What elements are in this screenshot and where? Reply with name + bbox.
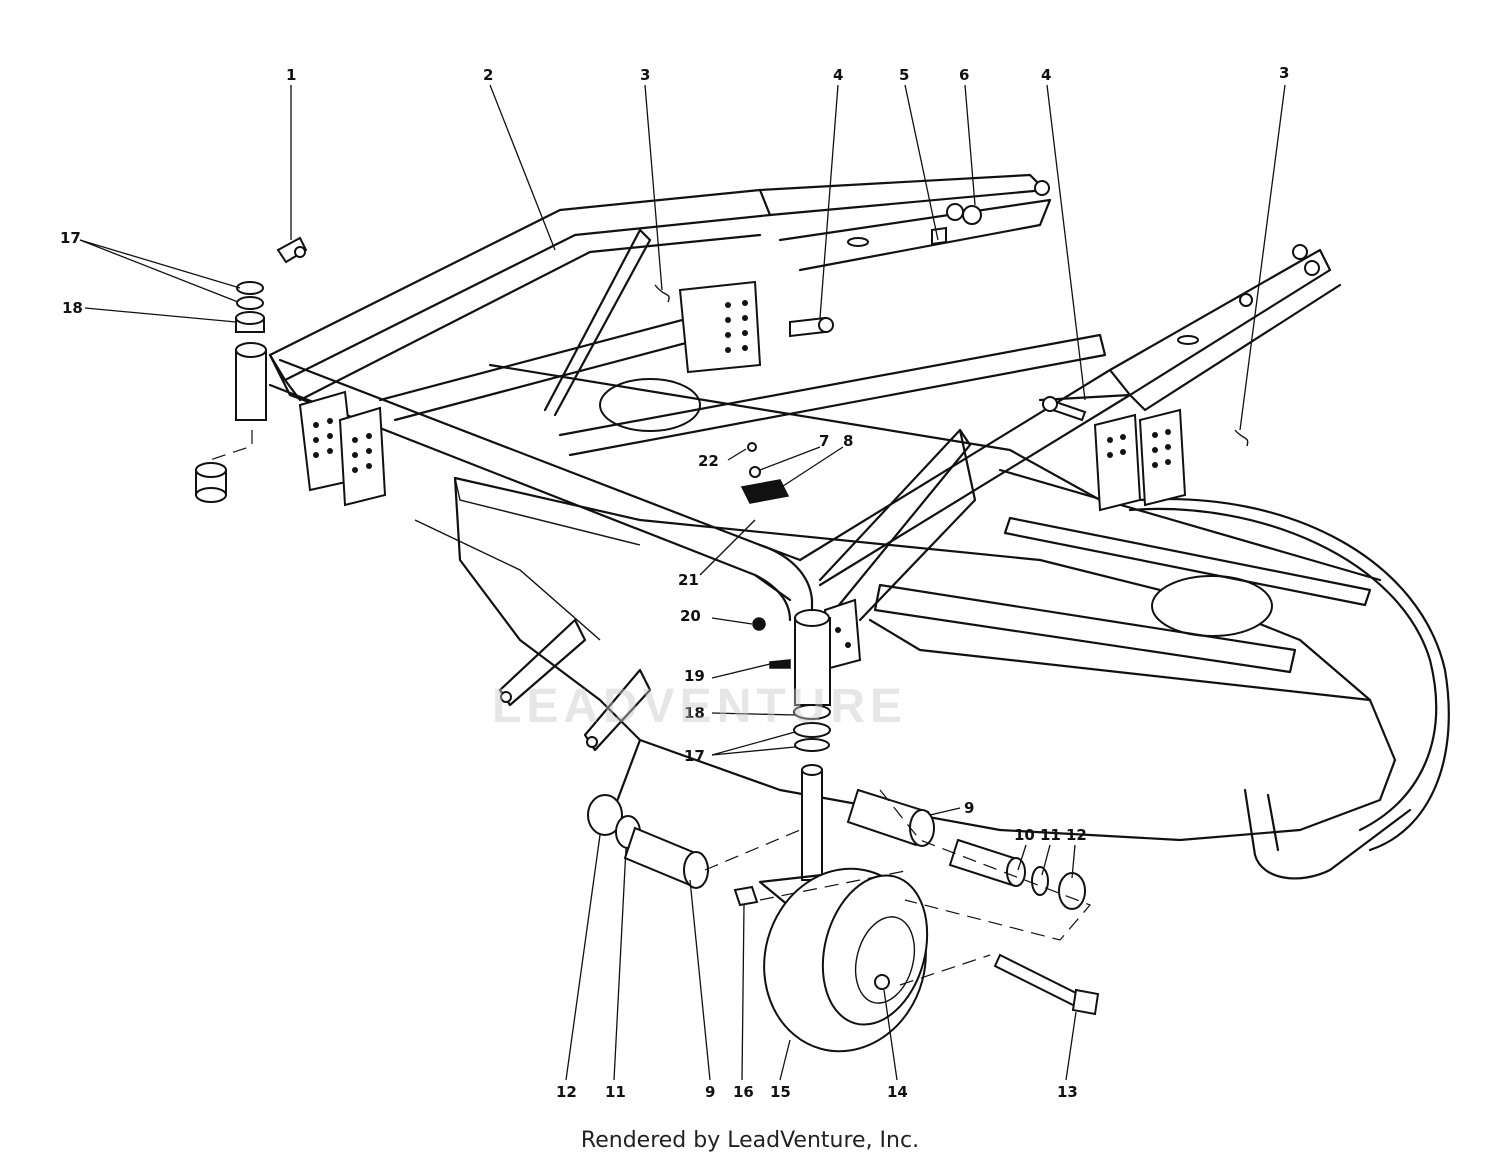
callout-5: 5: [899, 66, 909, 84]
callout-19: 19: [684, 667, 705, 685]
callout-22: 22: [698, 452, 719, 470]
callout-4-left: 4: [833, 66, 843, 84]
callout-2: 2: [483, 66, 493, 84]
callout-3-right: 3: [1279, 64, 1289, 82]
callout-3-left: 3: [640, 66, 650, 84]
callout-10: 10: [1014, 826, 1035, 844]
right-spindle-opening: [1151, 575, 1273, 637]
callout-18-bottom: 18: [684, 704, 705, 722]
callout-11-right: 11: [1040, 826, 1061, 844]
callout-1: 1: [286, 66, 296, 84]
watermark: LEADVENTURE: [492, 680, 907, 733]
callout-17-top: 17: [60, 229, 81, 247]
left-spindle-opening: [599, 378, 701, 432]
callout-15: 15: [770, 1083, 791, 1101]
callout-6: 6: [959, 66, 969, 84]
mower-deck: [414, 378, 1450, 880]
callout-13: 13: [1057, 1083, 1078, 1101]
callout-16: 16: [733, 1083, 754, 1101]
callout-11-bottom: 11: [605, 1083, 626, 1101]
caster-wheel-assembly: [587, 788, 1100, 1053]
callout-21: 21: [678, 571, 699, 589]
callout-8: 8: [843, 432, 853, 450]
callout-14: 14: [887, 1083, 908, 1101]
front-pivot-tube: [740, 442, 831, 881]
callout-9-right: 9: [964, 799, 974, 817]
callout-12-bottom: 12: [556, 1083, 577, 1101]
deck-frame: [268, 173, 1382, 642]
callout-7: 7: [819, 432, 829, 450]
left-pivot-assembly: [195, 236, 308, 503]
leader-lines: [79, 84, 1286, 1081]
mounting-plates: [298, 280, 1187, 670]
callout-12-right: 12: [1066, 826, 1087, 844]
callout-17-bottom: 17: [684, 747, 705, 765]
callout-20: 20: [680, 607, 701, 625]
callout-18-top: 18: [62, 299, 83, 317]
callout-9-bottom: 9: [705, 1083, 715, 1101]
callout-labels: 1 2 3 4 5 6 4 3 17 18 22 7 8 21 20 19 18…: [60, 64, 1289, 1101]
footer-credit: Rendered by LeadVenture, Inc.: [580, 1128, 920, 1153]
small-parts: [654, 203, 1249, 447]
callout-4-right: 4: [1041, 66, 1051, 84]
